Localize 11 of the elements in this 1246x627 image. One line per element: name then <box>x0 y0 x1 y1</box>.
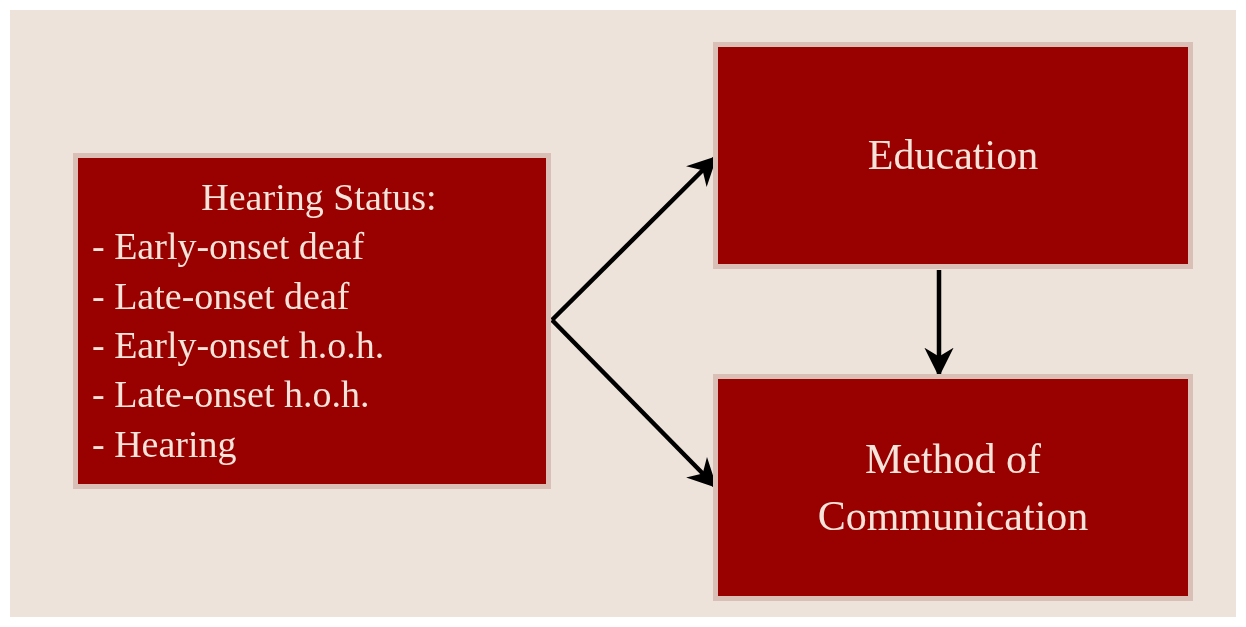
process-box <box>73 153 551 489</box>
process-box <box>713 374 1193 601</box>
list-item: - Hearing <box>92 421 237 467</box>
process-box <box>713 42 1193 269</box>
box-heading: Hearing Status: <box>201 174 437 220</box>
list-item: - Early-onset deaf <box>92 224 365 270</box>
box-label: Method of Communication <box>816 434 1090 541</box>
list-item: - Late-onset deaf <box>92 273 350 319</box>
box-label: Education <box>867 131 1039 181</box>
list-item: - Late-onset h.o.h. <box>92 372 370 418</box>
list-item: - Early-onset h.o.h. <box>92 323 385 368</box>
